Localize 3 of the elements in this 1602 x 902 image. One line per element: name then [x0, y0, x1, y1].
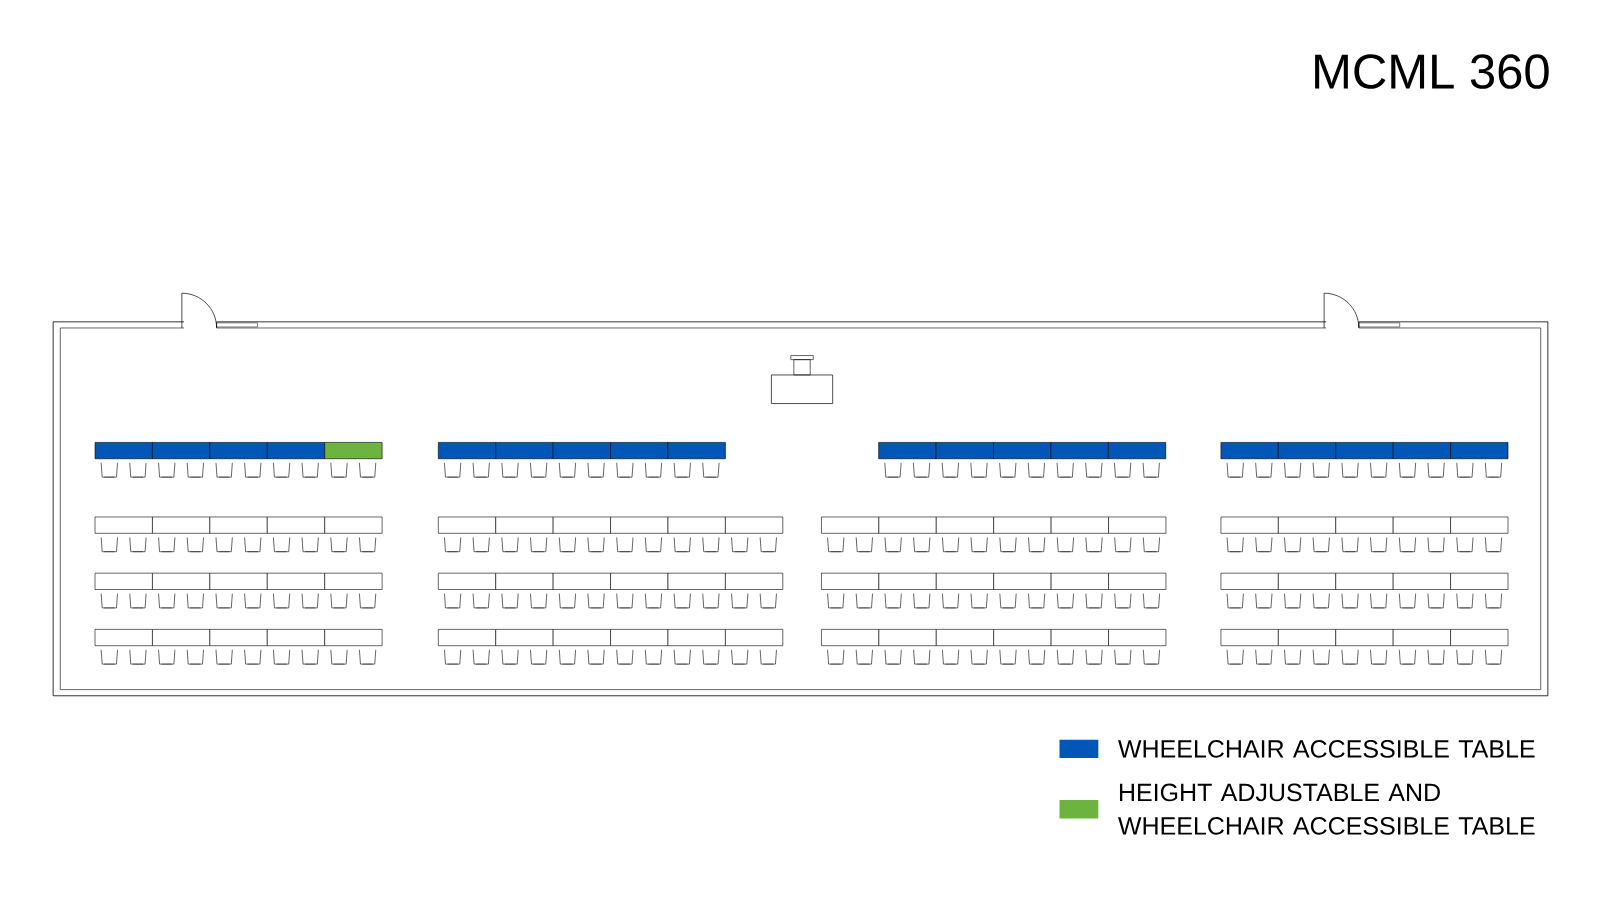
legend-text: WHEELCHAIR ACCESSIBLE TABLE	[1118, 740, 1535, 758]
legend-text: HEIGHT ADJUSTABLE AND WHEELCHAIR ACCESSIBLE TABLE	[1118, 783, 1535, 835]
room-title: MCML 360	[1315, 54, 1549, 89]
